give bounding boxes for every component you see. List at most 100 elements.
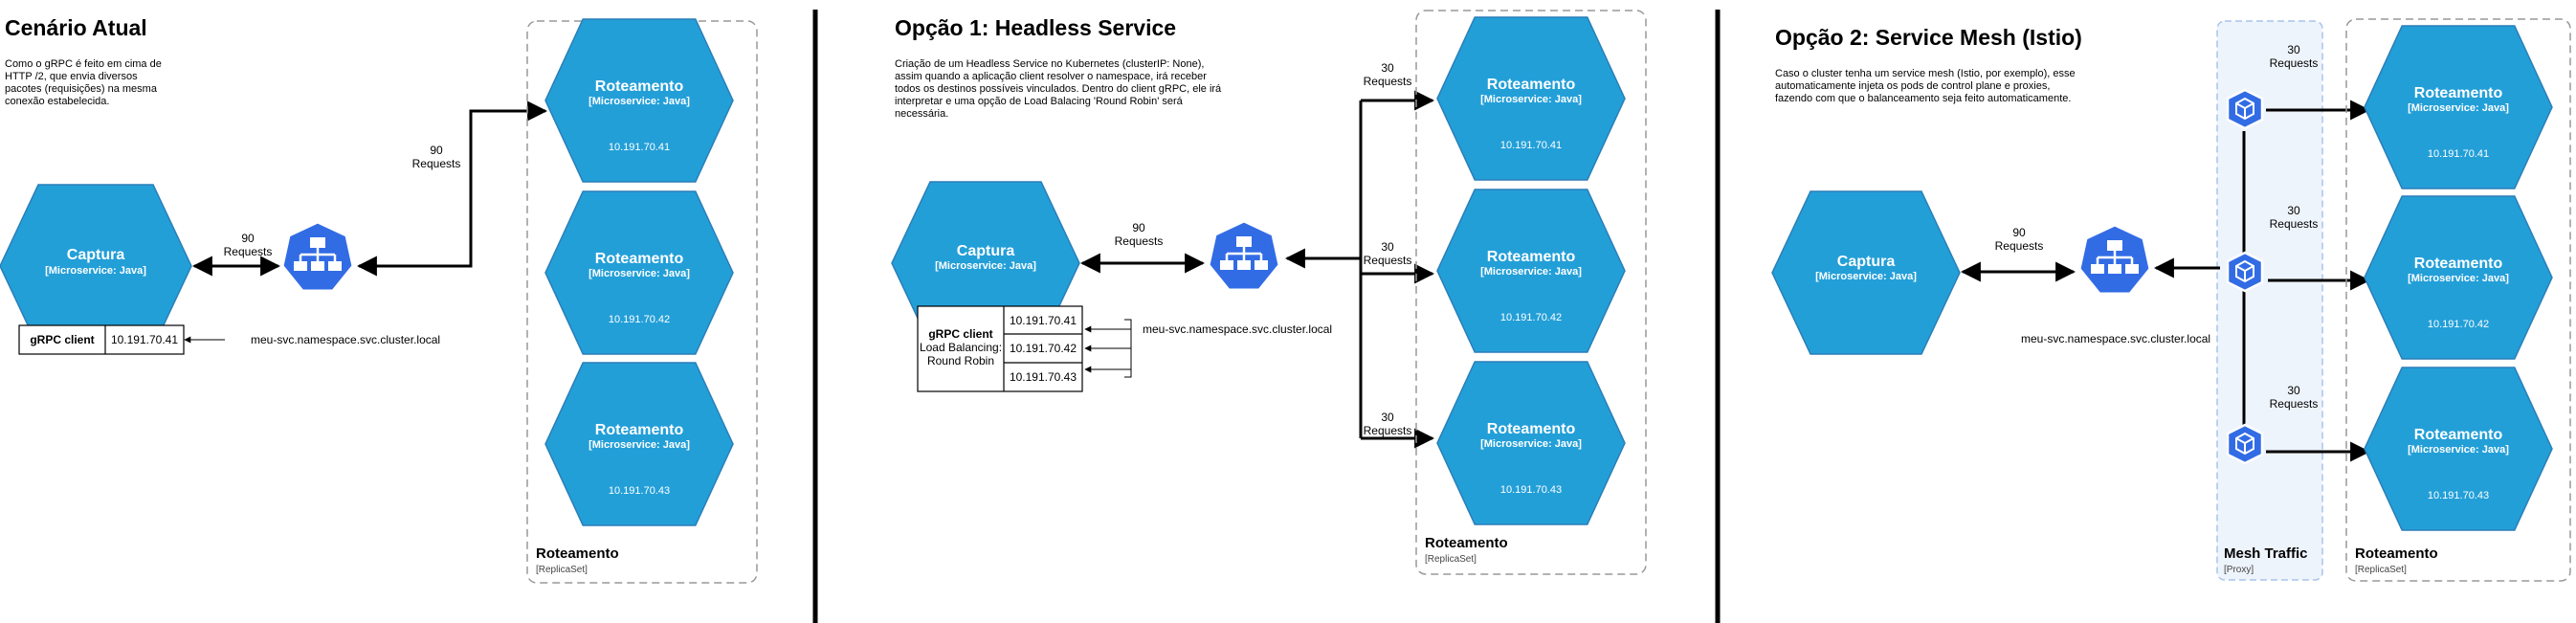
pod-subtitle: [Microservice: Java] bbox=[2408, 273, 2509, 284]
pod-ip: 10.191.70.43 bbox=[609, 485, 670, 497]
captura-subtitle: [Microservice: Java] bbox=[1815, 271, 1917, 282]
replicaset-subtitle: [ReplicaSet] bbox=[1425, 554, 1477, 565]
panel-1-description: Como o gRPC é feito em cima de HTTP /2, … bbox=[5, 58, 165, 107]
proxy-icon-1[interactable] bbox=[2226, 88, 2264, 130]
kubernetes-service-icon[interactable] bbox=[2077, 223, 2152, 296]
grpc-client-box: gRPC client 10.191.70.41 bbox=[18, 324, 185, 355]
roteamento-pod-1[interactable]: Roteamento[Microservice: Java] 10.191.70.… bbox=[2364, 25, 2553, 189]
roteamento-pod-1[interactable]: Roteamento[Microservice: Java]10.191.70.… bbox=[544, 18, 734, 183]
roteamento-pod-2[interactable]: Roteamento[Microservice: Java]10.191.70.… bbox=[1436, 189, 1626, 353]
panel-2-title: Opção 1: Headless Service bbox=[895, 15, 1176, 40]
grpc-ip-2: 10.191.70.42 bbox=[1010, 342, 1077, 355]
req-label-up-count: 90 bbox=[430, 144, 443, 157]
replicaset-group bbox=[2345, 18, 2571, 582]
service-fanout-arrows bbox=[1284, 90, 1435, 449]
mesh-traffic-subtitle: [Proxy] bbox=[2224, 565, 2254, 575]
replicaset-title: Roteamento bbox=[536, 545, 619, 562]
dns-name-label: meu-svc.namespace.svc.cluster.local bbox=[1143, 323, 1332, 336]
req-label-left-text: Requests bbox=[224, 245, 273, 258]
pod-ip: 10.191.70.41 bbox=[609, 142, 670, 153]
roteamento-pod-3[interactable]: Roteamento[Microservice: Java] 10.191.70.… bbox=[1436, 361, 1626, 525]
dns-brace bbox=[1084, 319, 1132, 378]
pod-ip: 10.191.70.43 bbox=[1500, 484, 1562, 496]
req-branch-1-count: 30 bbox=[2287, 43, 2300, 56]
pod-title: Roteamento bbox=[1487, 77, 1576, 93]
pod-subtitle: [Microservice: Java] bbox=[588, 96, 690, 107]
grpc-client-table: gRPC client Load Balancing: Round Robin … bbox=[917, 305, 1083, 392]
replicaset-group bbox=[1415, 10, 1647, 575]
req-branch-3-text: Requests bbox=[2270, 397, 2319, 411]
pod-subtitle: [Microservice: Java] bbox=[588, 439, 690, 451]
grpc-ip-1: 10.191.70.41 bbox=[1010, 314, 1077, 327]
mesh-traffic-title: Mesh Traffic bbox=[2224, 545, 2308, 562]
captura-subtitle: [Microservice: Java] bbox=[935, 260, 1036, 272]
req-branch-1-count: 30 bbox=[1381, 61, 1394, 75]
pod-subtitle: [Microservice: Java] bbox=[1480, 266, 1582, 278]
panel-service-mesh: Opção 2: Service Mesh (Istio) Caso o clu… bbox=[1771, 18, 2571, 582]
pod-subtitle: [Microservice: Java] bbox=[1480, 94, 1582, 105]
replicaset-subtitle: [ReplicaSet] bbox=[2355, 565, 2407, 575]
pod-ip: 10.191.70.41 bbox=[1500, 140, 1562, 151]
kubernetes-service-icon[interactable] bbox=[280, 220, 355, 293]
req-branch-1-text: Requests bbox=[1364, 75, 1412, 88]
pod-title: Roteamento bbox=[1487, 249, 1576, 265]
pod-ip: 10.191.70.42 bbox=[2428, 319, 2489, 330]
req-label-left-count: 90 bbox=[1132, 221, 1145, 234]
captura-node[interactable]: Captura [Microservice: Java] bbox=[891, 181, 1080, 345]
req-branch-3-count: 30 bbox=[1381, 411, 1394, 424]
grpc-client-label: gRPC client bbox=[928, 327, 992, 341]
req-branch-1-text: Requests bbox=[2270, 56, 2319, 70]
panel-3-description: Caso o cluster tenha um service mesh (Is… bbox=[1775, 68, 2078, 104]
proxy-icon-2[interactable] bbox=[2226, 251, 2264, 293]
service-to-pod-arrow bbox=[356, 100, 548, 277]
dns-name-label: meu-svc.namespace.svc.cluster.local bbox=[251, 333, 440, 346]
load-balancing-label: Load Balancing: bbox=[920, 341, 1002, 354]
pod-subtitle: [Microservice: Java] bbox=[2408, 102, 2509, 114]
roteamento-pod-3[interactable]: Roteamento[Microservice: Java]10.191.70.… bbox=[2364, 367, 2553, 531]
pod-title: Roteamento bbox=[595, 422, 684, 438]
req-label-left-count: 90 bbox=[241, 232, 255, 245]
req-branch-2-count: 30 bbox=[1381, 240, 1394, 254]
panel-3-title: Opção 2: Service Mesh (Istio) bbox=[1775, 25, 2082, 50]
req-label-left-text: Requests bbox=[1995, 239, 2044, 253]
panel-2-description: Criação de um Headless Service no Kubern… bbox=[895, 58, 1224, 120]
panel-current-scenario: Cenário Atual Como o gRPC é feito em cim… bbox=[0, 15, 758, 584]
replicaset-title: Roteamento bbox=[1425, 535, 1508, 551]
round-robin-label: Round Robin bbox=[927, 354, 994, 367]
req-label-up-text: Requests bbox=[412, 157, 461, 170]
pod-subtitle: [Microservice: Java] bbox=[588, 268, 690, 279]
grpc-ip-3: 10.191.70.43 bbox=[1010, 370, 1077, 384]
req-branch-3-count: 30 bbox=[2287, 384, 2300, 397]
grpc-client-label: gRPC client bbox=[30, 333, 94, 346]
pod-ip: 10.191.70.41 bbox=[2428, 148, 2489, 160]
req-branch-2-text: Requests bbox=[2270, 217, 2319, 231]
replicaset-subtitle: [ReplicaSet] bbox=[536, 565, 588, 575]
req-label-left-text: Requests bbox=[1115, 234, 1164, 248]
pod-title: Roteamento bbox=[1487, 421, 1576, 437]
captura-title: Captura bbox=[67, 247, 125, 263]
req-branch-2-text: Requests bbox=[1364, 254, 1412, 267]
proxy-icon-3[interactable] bbox=[2226, 423, 2264, 465]
req-branch-3-text: Requests bbox=[1364, 424, 1412, 437]
roteamento-pod-2[interactable]: Roteamento[Microservice: Java] 10.191.70.… bbox=[544, 190, 734, 355]
dns-name-label: meu-svc.namespace.svc.cluster.local bbox=[2021, 332, 2210, 345]
pod-title: Roteamento bbox=[595, 251, 684, 267]
pod-subtitle: [Microservice: Java] bbox=[2408, 444, 2509, 456]
roteamento-pod-2[interactable]: Roteamento[Microservice: Java] 10.191.70.… bbox=[2364, 195, 2553, 360]
captura-node[interactable]: Captura [Microservice: Java] bbox=[1771, 190, 1961, 355]
pod-title: Roteamento bbox=[2414, 256, 2503, 272]
pod-title: Roteamento bbox=[2414, 85, 2503, 101]
captura-node[interactable]: Captura [Microservice: Java] bbox=[0, 184, 192, 348]
panel-headless-service: Opção 1: Headless Service Criação de um … bbox=[891, 10, 1647, 575]
roteamento-pod-1[interactable]: Roteamento[Microservice: Java] 10.191.70.… bbox=[1436, 16, 1626, 181]
captura-title: Captura bbox=[957, 243, 1015, 259]
pod-ip: 10.191.70.43 bbox=[2428, 490, 2489, 501]
captura-subtitle: [Microservice: Java] bbox=[45, 265, 146, 277]
pod-subtitle: [Microservice: Java] bbox=[1480, 438, 1582, 450]
kubernetes-service-icon[interactable] bbox=[1207, 219, 1281, 292]
grpc-client-ip: 10.191.70.41 bbox=[111, 333, 178, 346]
replicaset-title: Roteamento bbox=[2355, 545, 2438, 562]
req-branch-2-count: 30 bbox=[2287, 204, 2300, 217]
pod-ip: 10.191.70.42 bbox=[609, 314, 670, 325]
roteamento-pod-3[interactable]: Roteamento[Microservice: Java] 10.191.70.… bbox=[544, 362, 734, 526]
